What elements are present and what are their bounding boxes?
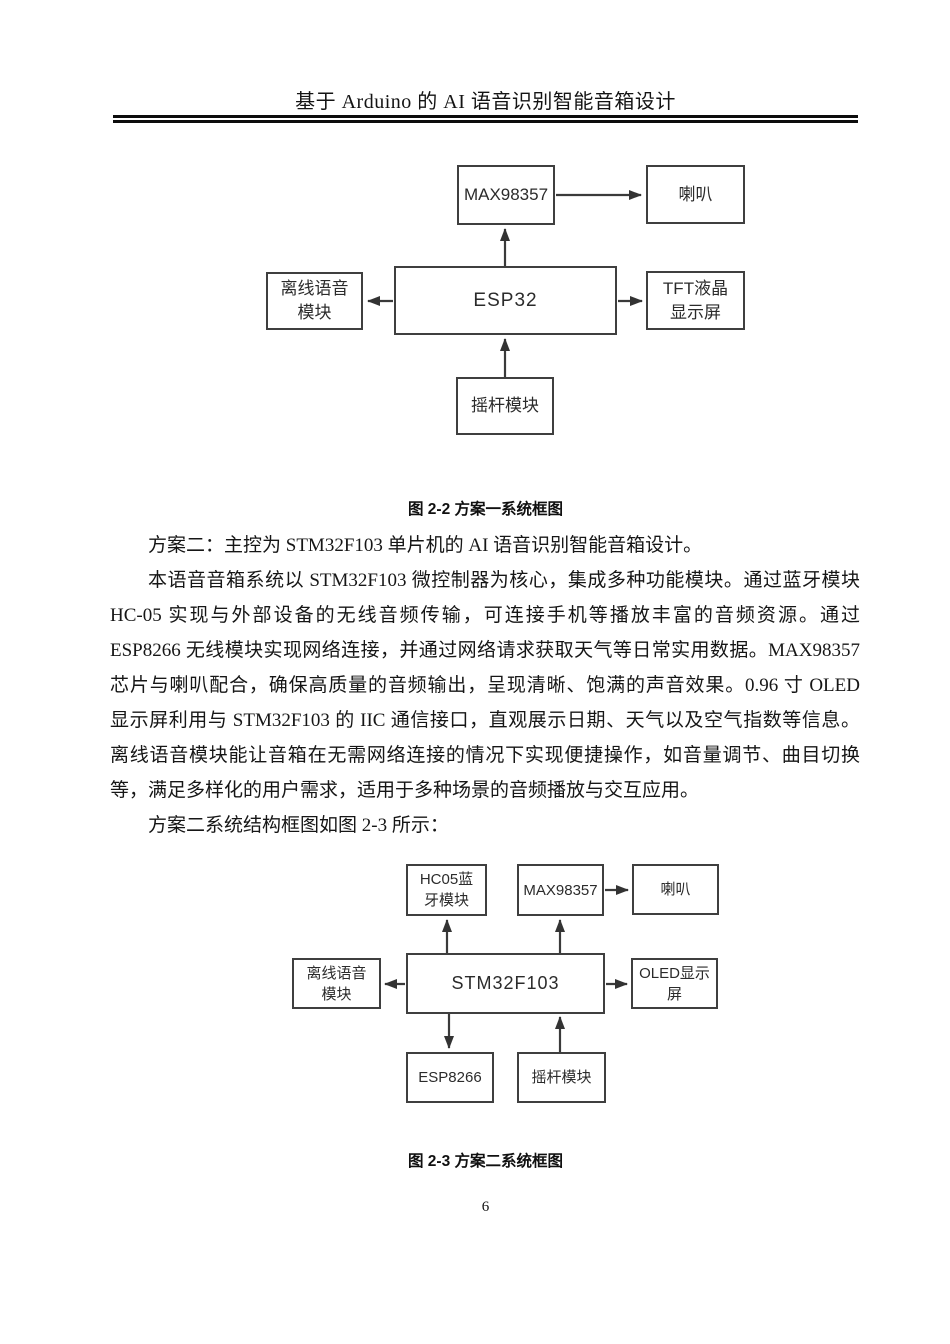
- fig1-box-tft-display-line2: 显示屏: [670, 302, 721, 322]
- fig2-box-max98357: MAX98357: [517, 864, 604, 916]
- body-text: 方案二：主控为 STM32F103 单片机的 AI 语音识别智能音箱设计。 本语…: [110, 528, 860, 843]
- fig2-box-offline-voice-line1: 离线语音: [306, 964, 367, 982]
- fig2-box-speaker: 喇叭: [632, 864, 719, 915]
- figure-2-2-caption: 图 2-2 方案一系统框图: [407, 501, 564, 518]
- fig2-box-joystick-module: 摇杆模块: [517, 1052, 606, 1103]
- fig1-box-speaker-label: 喇叭: [678, 184, 713, 204]
- fig2-box-hc05-bluetooth: HC05蓝 牙模块: [406, 864, 487, 916]
- fig1-box-joystick-module: 摇杆模块: [456, 377, 554, 435]
- fig2-box-speaker-label: 喇叭: [660, 881, 691, 898]
- fig2-box-hc05-line2: 牙模块: [423, 892, 469, 909]
- fig2-box-oled-display-line1: OLED显示: [639, 964, 710, 982]
- fig2-box-offline-voice-line2: 模块: [321, 985, 352, 1003]
- paragraph-2-line-4: 芯片与喇叭配合，确保高质量的音频输出，呈现清晰、饱满的声音效果。0.96 寸 O…: [110, 675, 860, 696]
- document-title: 基于 Arduino 的 AI 语音识别智能音箱设计: [295, 91, 676, 113]
- header-divider-bottom-line: [113, 119, 858, 123]
- paragraph-2-line-7: 等，满足多样化的用户需求，适用于多种场景的音频播放与交互应用。: [110, 780, 700, 801]
- paragraph-2-line-3: ESP8266 无线模块实现网络连接，并通过网络请求获取天气等日常实用数据。MA…: [110, 640, 860, 661]
- paragraph-2-line-6: 离线语音模块能让音箱在无需网络连接的情况下实现便捷操作，如音量调节、曲目切换: [110, 745, 860, 766]
- header-divider: [113, 115, 858, 123]
- fig2-box-stm32f103-label: STM32F103: [451, 973, 560, 993]
- fig1-box-max98357: MAX98357: [457, 165, 555, 225]
- fig2-box-esp8266-label: ESP8266: [418, 1069, 482, 1086]
- fig2-box-stm32f103: STM32F103: [406, 953, 605, 1014]
- paragraph-3: 方案二系统结构框图如图 2-3 所示：: [148, 815, 449, 836]
- fig2-box-offline-voice-module: 离线语音 模块: [292, 958, 381, 1009]
- fig1-box-joystick-label: 摇杆模块: [471, 396, 539, 415]
- fig1-box-offline-voice-line1: 离线语音: [280, 279, 349, 298]
- fig2-box-max98357-label: MAX98357: [523, 881, 598, 899]
- fig1-box-esp32-label: ESP32: [473, 289, 538, 311]
- fig2-box-oled-display: OLED显示 屏: [631, 958, 718, 1009]
- header-divider-top-line: [113, 115, 858, 118]
- paragraph-2-line-2: HC-05 实现与外部设备的无线音频传输，可连接手机等播放丰富的音频资源。通过: [110, 605, 860, 626]
- fig1-box-tft-display-line1: TFT液晶: [662, 278, 729, 298]
- fig1-box-offline-voice-line2: 模块: [297, 303, 332, 322]
- fig1-box-max98357-label: MAX98357: [463, 185, 549, 204]
- page-number: 6: [481, 1199, 490, 1215]
- fig2-box-esp8266: ESP8266: [406, 1052, 494, 1103]
- fig1-box-esp32: ESP32: [394, 266, 617, 335]
- fig1-box-offline-voice-module: 离线语音 模块: [266, 272, 363, 330]
- figure-2-3-caption: 图 2-3 方案二系统框图: [407, 1153, 564, 1170]
- paragraph-1: 方案二：主控为 STM32F103 单片机的 AI 语音识别智能音箱设计。: [148, 535, 703, 556]
- fig1-box-speaker: 喇叭: [646, 165, 745, 224]
- paragraph-2-line-5: 显示屏利用与 STM32F103 的 IIC 通信接口，直观展示日期、天气以及空…: [110, 710, 860, 731]
- fig2-box-hc05-line1: HC05蓝: [419, 871, 474, 888]
- fig2-box-joystick-label: 摇杆模块: [531, 1069, 592, 1086]
- paragraph-2-line-1: 本语音音箱系统以 STM32F103 微控制器为核心，集成多种功能模块。通过蓝牙…: [148, 570, 860, 591]
- fig1-box-tft-display: TFT液晶 显示屏: [646, 271, 745, 330]
- fig2-box-oled-display-line2: 屏: [666, 985, 682, 1003]
